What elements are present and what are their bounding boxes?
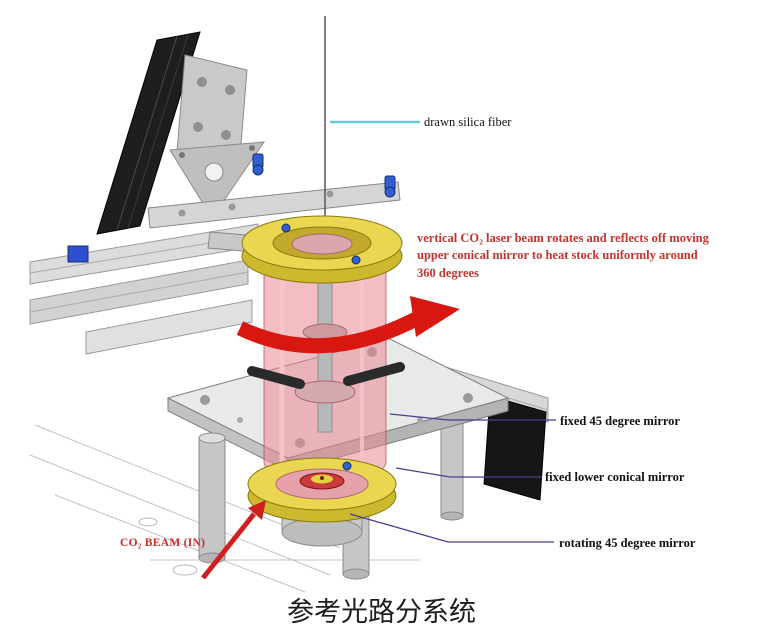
co2-beam-in-label: CO₂ BEAM (IN) — [120, 537, 206, 549]
top-yellow-ring — [241, 215, 403, 284]
black-block — [483, 395, 547, 501]
fixed-mirror-leader-line — [389, 413, 556, 421]
frame-rails — [29, 223, 259, 355]
vertical-extrusion — [96, 31, 266, 235]
side-handle-left — [247, 366, 305, 389]
rotation-arrow-icon — [236, 296, 460, 354]
bottom-assembly — [247, 457, 397, 547]
side-handle-right — [343, 362, 405, 386]
beam-note: vertical CO₂ laser beam rotates and refl… — [417, 231, 709, 280]
heating-chamber — [247, 255, 405, 483]
figure-caption: 参考光路分系统 — [287, 597, 476, 627]
leader-lines — [330, 120, 556, 543]
blue-fitting — [67, 245, 89, 263]
beam-in-arrow-icon — [201, 500, 266, 580]
rotating-mirror-label: rotating 45 degree mirror — [559, 536, 696, 550]
fixed-mirror-label: fixed 45 degree mirror — [560, 414, 680, 428]
fiber-label: drawn silica fiber — [424, 115, 512, 129]
lower-conical-leader-line — [395, 467, 542, 478]
lower-conical-mirror-label: fixed lower conical mirror — [545, 470, 685, 484]
rotating-mirror-leader-line — [349, 513, 554, 543]
